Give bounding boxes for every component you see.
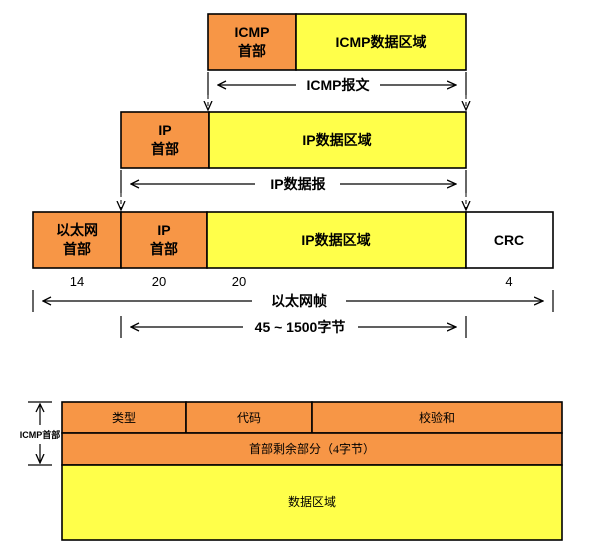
eth-ip-header-line1: IP — [157, 222, 170, 238]
rest-of-header-label: 首部剩余部分（4字节） — [249, 441, 375, 456]
eth-header-line1: 以太网 — [56, 222, 98, 238]
eth-header-box — [32, 211, 122, 269]
size-icmp-header: 20 — [232, 274, 246, 289]
checksum-label: 校验和 — [419, 410, 455, 425]
rest-of-header-field — [61, 432, 563, 466]
ip-data-box — [208, 111, 467, 169]
icmp-data-box — [295, 13, 467, 71]
code-label: 代码 — [237, 411, 261, 425]
ip-datagram-label: IP数据报 — [270, 176, 325, 192]
icmp-header-line1: ICMP — [235, 24, 270, 40]
icmp-header-line2: 首部 — [238, 43, 266, 59]
icmp-header-side-label: ICMP首部 — [20, 429, 61, 440]
code-field — [185, 401, 313, 434]
ip-header-line2: 首部 — [151, 141, 179, 157]
crc-box — [465, 211, 554, 269]
eth-frame-label: 以太网帧 — [271, 293, 327, 309]
icmp-data-label: ICMP数据区域 — [336, 34, 427, 50]
eth-header-line2: 首部 — [63, 241, 91, 257]
data-area-field — [61, 464, 563, 541]
payload-range-label: 45 ~ 1500字节 — [255, 319, 346, 335]
ip-header-box — [120, 111, 210, 169]
icmp-message-label: ICMP报文 — [307, 77, 371, 93]
ip-header-line1: IP — [158, 122, 171, 138]
size-crc: 4 — [505, 274, 512, 289]
eth-ip-data-box — [206, 211, 467, 269]
type-label: 类型 — [112, 411, 136, 425]
size-ip-header: 20 — [152, 274, 166, 289]
eth-ip-header-line2: 首部 — [150, 241, 178, 257]
size-eth-header: 14 — [70, 274, 84, 289]
ip-data-label: IP数据区域 — [302, 132, 371, 148]
eth-ip-data-label: IP数据区域 — [301, 232, 370, 248]
icmp-header-box — [207, 13, 297, 71]
eth-ip-header-box — [120, 211, 208, 269]
crc-label: CRC — [494, 232, 524, 248]
data-area-label: 数据区域 — [288, 494, 336, 509]
